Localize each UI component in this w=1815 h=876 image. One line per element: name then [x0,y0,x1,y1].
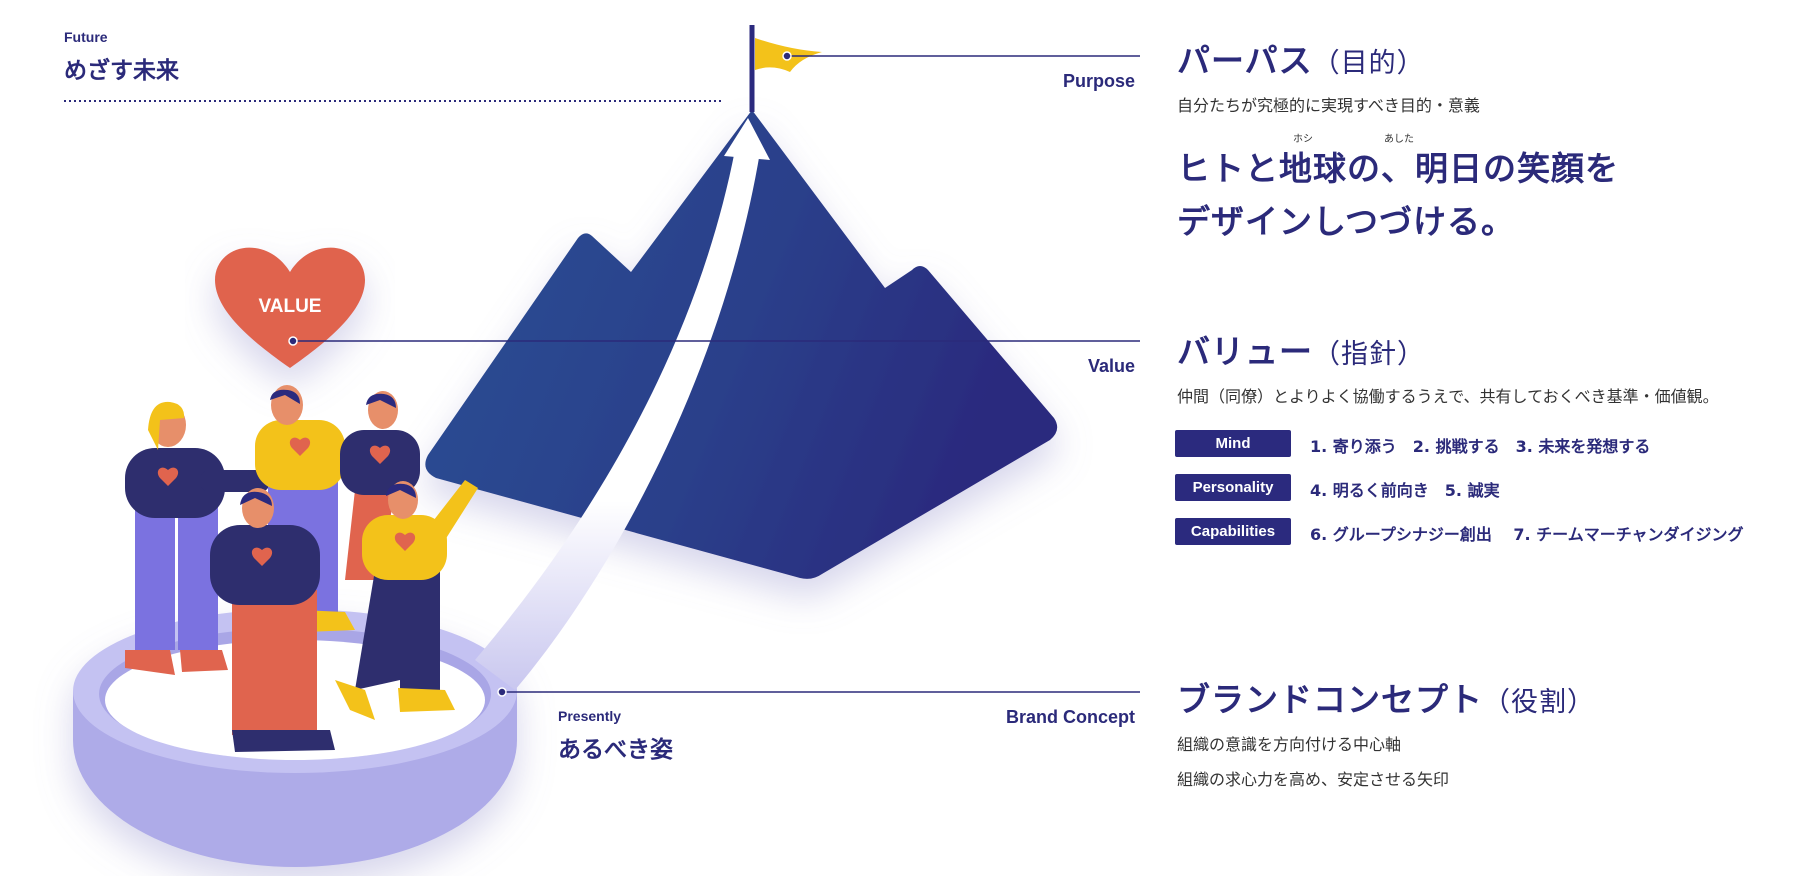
heart-label: VALUE [258,296,322,317]
person [125,401,270,675]
value-description: 仲間（同僚）とよりよく協働するうえで、共有しておくべき基準・価値観。 [1177,387,1719,406]
value-items-personality: 4. 明るく前向き 5. 誠実 [1310,481,1500,500]
people-group [125,385,478,752]
badge-capabilities: Capabilities [1175,518,1291,545]
arrow-head [724,118,770,160]
presently-label-en: Presently [558,708,622,724]
future-label-en: Future [64,29,108,45]
badge-mind: Mind [1175,430,1291,457]
brand-pointer-label: Brand Concept [1005,707,1135,727]
purpose-statement-line2: デザインしつづける。 [1177,202,1516,241]
value-title-paren: （指針） [1313,339,1425,370]
purpose-ruby-hoshi: ホシ [1293,134,1313,145]
purpose-pointer-label: Purpose [1062,71,1135,91]
brand-pointer-dot [497,687,507,697]
purpose-title: パーパス（目的） [1177,34,1425,82]
value-title-main: バリュー [1177,332,1313,371]
brand-concept-line2: 組織の求心力を高め、安定させる矢印 [1177,770,1450,789]
brand-concept-title-paren: （役割） [1483,687,1595,718]
person [335,480,478,720]
purpose-description: 自分たちが究極的に実現すべき目的・意義 [1177,96,1480,115]
purpose-title-paren: （目的） [1312,48,1425,79]
brand-concept-title: ブランドコンセプト（役割） [1177,673,1595,721]
value-pointer-dot [288,336,298,346]
arrow [475,150,760,690]
badge-personality: Personality [1175,474,1291,501]
mountain [425,110,1058,579]
presently-label-jp: あるべき姿 [558,737,673,763]
future-label-jp: めざす未来 [64,58,179,84]
brand-concept-line1: 組織の意識を方向付ける中心軸 [1177,735,1402,754]
purpose-statement-line1: ヒトと地球の、明日の笑顔を [1177,149,1619,188]
person [210,488,335,752]
value-pointer-label: Value [1087,356,1135,376]
value-items-mind: 1. 寄り添う 2. 挑戦する 3. 未来を発想する [1310,437,1651,456]
value-heart [215,247,365,368]
purpose-pointer-dot [782,51,792,61]
purpose-ruby-ashita: あした [1384,134,1414,145]
brand-concept-title-main: ブランドコンセプト [1177,680,1483,719]
value-items-capabilities: 6. グループシナジー創出 7. チームマーチャンダイジング [1310,525,1744,544]
value-title: バリュー（指針） [1177,325,1425,373]
purpose-title-main: パーパス [1177,41,1313,80]
